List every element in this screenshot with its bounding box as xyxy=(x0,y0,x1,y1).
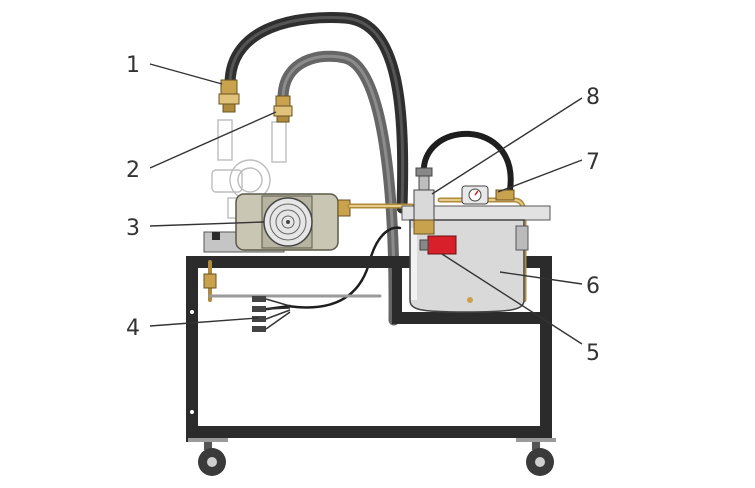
leader-6 xyxy=(499,271,583,285)
hose-tank-loop xyxy=(420,130,514,193)
leader-4 xyxy=(149,317,259,327)
caster-right xyxy=(516,438,556,476)
leader-2 xyxy=(149,111,277,169)
hose-dark xyxy=(224,12,409,214)
frame-bolts xyxy=(190,310,194,414)
callout-8: 8 xyxy=(586,85,600,110)
coupling-2 xyxy=(273,95,293,123)
hose-grey xyxy=(277,50,400,326)
leader-1 xyxy=(149,63,223,85)
coupling-1 xyxy=(218,79,240,113)
motor-assembly xyxy=(203,193,351,253)
leader-5 xyxy=(441,253,583,345)
callout-7: 7 xyxy=(586,150,600,175)
leader-lines xyxy=(149,63,583,345)
filter-gauge xyxy=(461,185,515,205)
hose-tails xyxy=(203,273,291,332)
callout-6: 6 xyxy=(586,274,600,299)
callout-3: 3 xyxy=(126,216,140,241)
tee-valve xyxy=(413,167,435,235)
leader-3 xyxy=(149,221,265,227)
callout-labels: 1 2 3 4 5 6 7 8 xyxy=(126,53,600,366)
leader-8 xyxy=(431,97,583,195)
callout-5: 5 xyxy=(586,341,600,366)
callout-1: 1 xyxy=(126,53,140,78)
callout-2: 2 xyxy=(126,158,140,183)
caster-left xyxy=(188,438,228,476)
leader-7 xyxy=(497,159,583,193)
callout-4: 4 xyxy=(126,316,140,341)
